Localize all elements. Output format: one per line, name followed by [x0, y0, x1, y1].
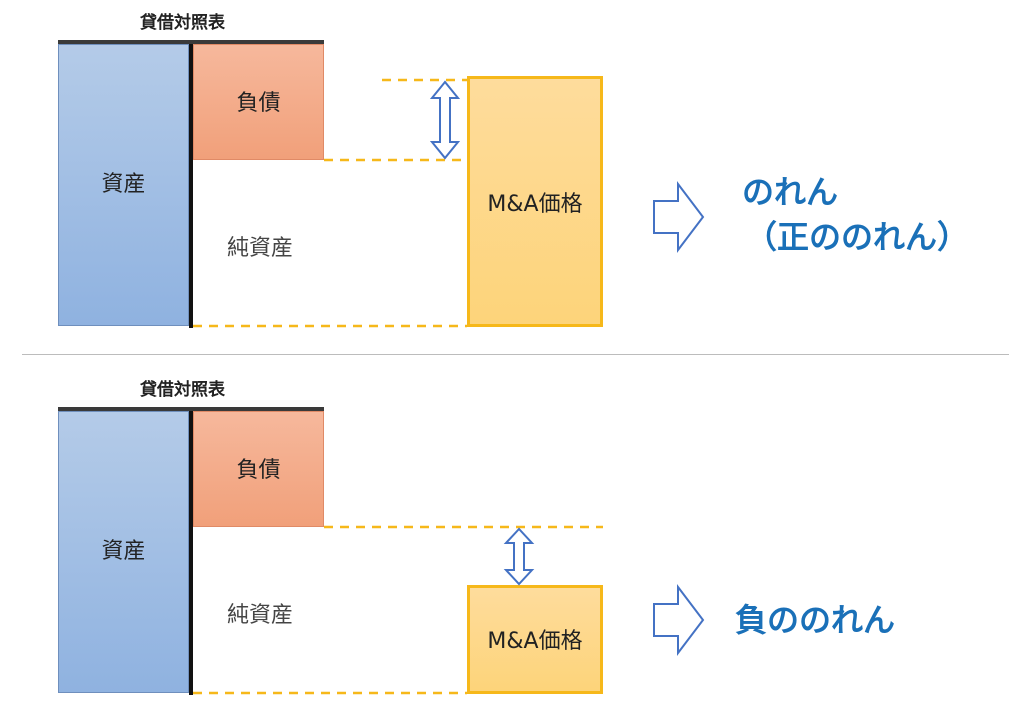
result-goodwill-text: のれん — [742, 173, 839, 211]
liabilities-label: 負債 — [236, 458, 281, 483]
liabilities-box — [193, 411, 324, 527]
double-arrow-icon — [503, 527, 535, 586]
right-arrow-icon — [653, 181, 705, 253]
liabilities-box — [193, 44, 324, 160]
assets-label: 資産 — [101, 539, 146, 564]
ma-price-label: M&A価格 — [487, 629, 583, 654]
net-assets-label: 純資産 — [226, 236, 293, 261]
negative-goodwill-panel: 貸借対照表 資産 負債 純資産 M&A価格 負ののれん — [0, 367, 1031, 707]
balance-sheet-top-line — [58, 40, 324, 44]
assets-box — [58, 44, 189, 326]
ma-price-box — [467, 76, 603, 327]
ma-price-box — [467, 585, 603, 694]
balance-sheet-divider — [189, 411, 193, 695]
result-negative-goodwill-text: 負ののれん — [735, 601, 896, 639]
double-arrow-icon — [429, 80, 461, 160]
panel-separator — [22, 354, 1009, 355]
net-assets-label: 純資産 — [226, 603, 293, 628]
balance-sheet-top-line — [58, 407, 324, 411]
positive-goodwill-panel: 貸借対照表 資産 負債 純資産 M&A価格 のれん （正ののれん） — [0, 0, 1031, 340]
liabilities-label: 負債 — [236, 91, 281, 116]
bottom-diagram-lines — [193, 525, 705, 695]
assets-box — [58, 411, 189, 693]
ma-price-label: M&A価格 — [487, 192, 583, 217]
result-positive-goodwill-text: （正ののれん） — [745, 218, 970, 256]
top-diagram-lines — [193, 78, 705, 328]
right-arrow-icon — [653, 584, 705, 656]
balance-sheet-divider — [189, 44, 193, 328]
balance-sheet-title: 貸借対照表 — [140, 13, 225, 33]
assets-label: 資産 — [101, 172, 146, 197]
balance-sheet-title: 貸借対照表 — [140, 380, 225, 400]
